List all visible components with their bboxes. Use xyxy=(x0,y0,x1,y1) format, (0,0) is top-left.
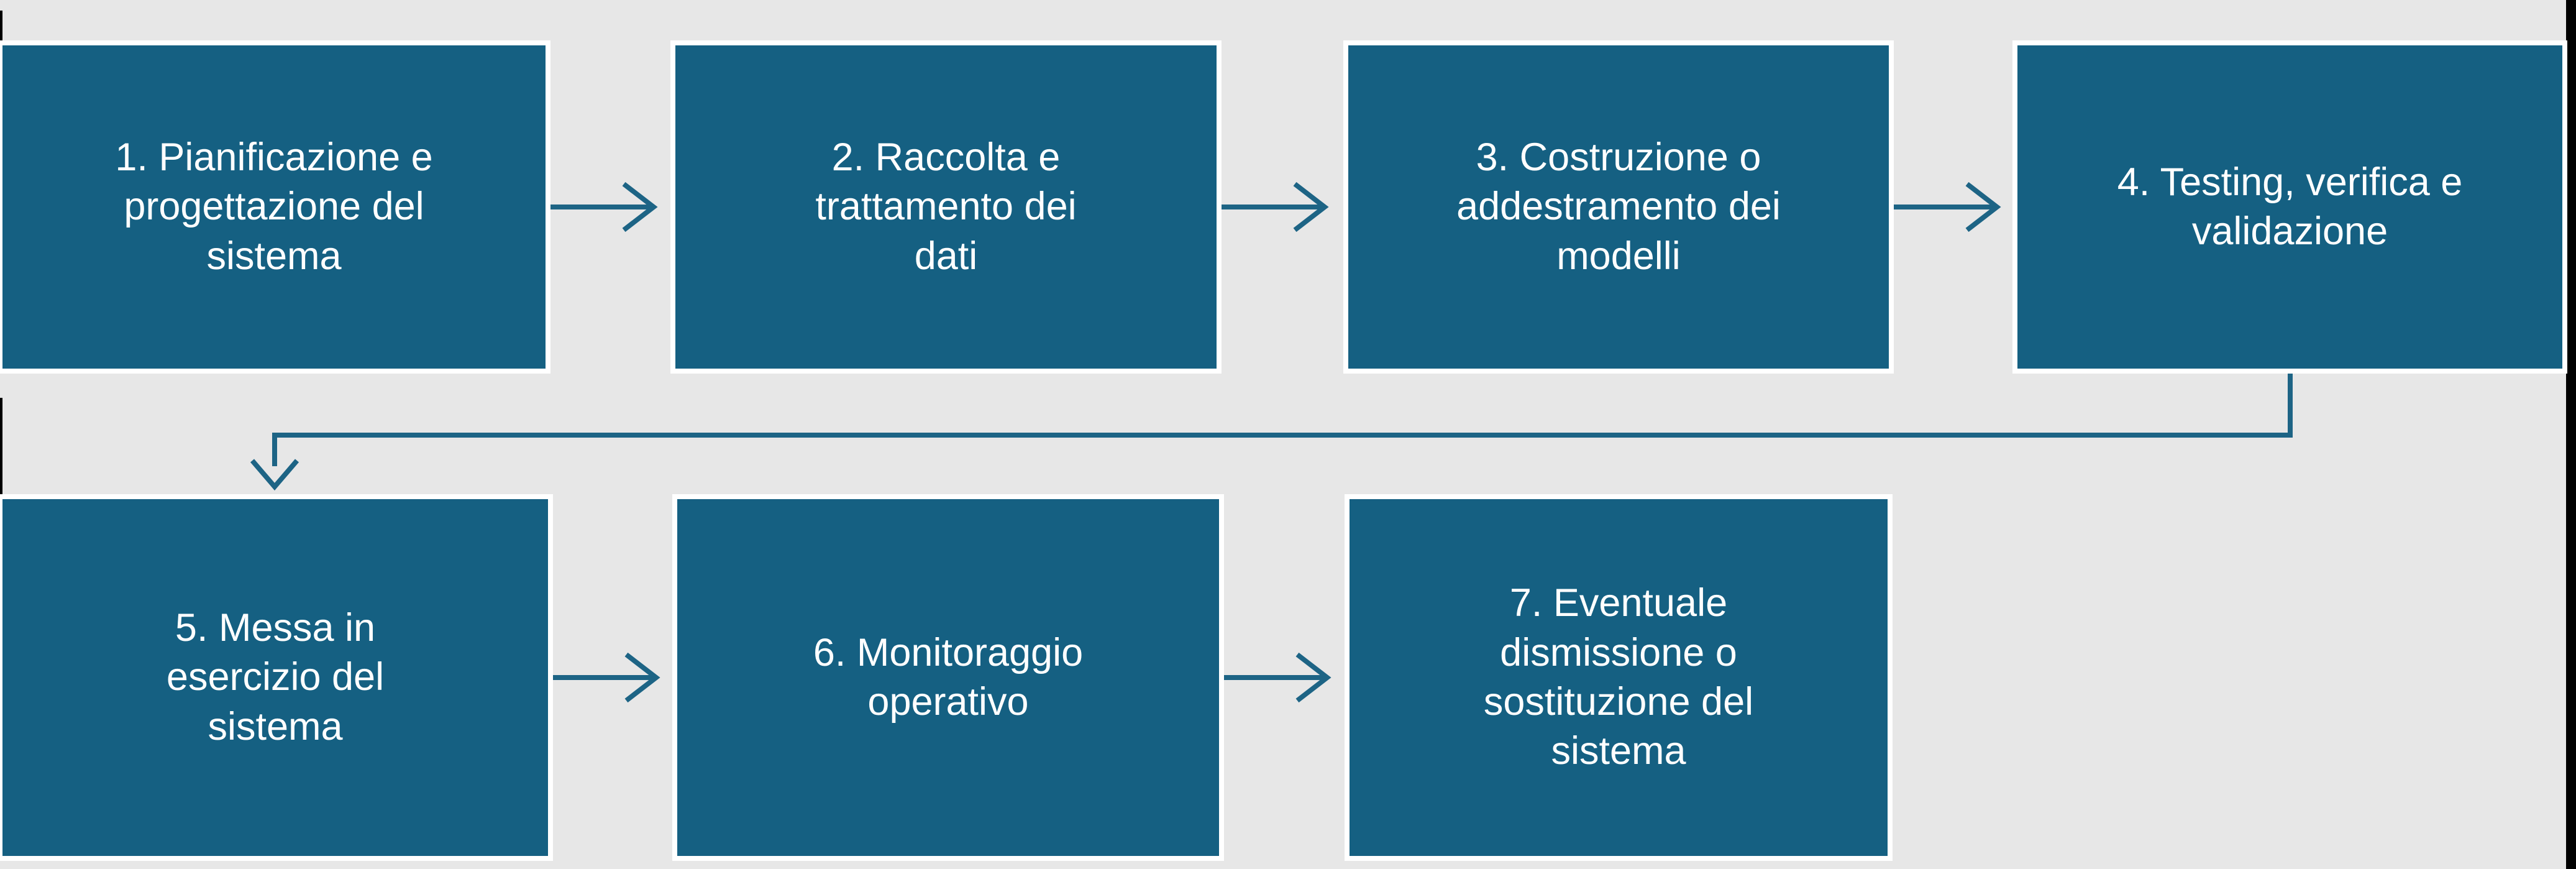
right-arrow-icon xyxy=(1224,652,1331,703)
down-arrowhead-icon xyxy=(246,457,303,493)
step-label-6: 6. Monitoraggio operativo xyxy=(813,630,1084,724)
left-edge-mark-middle xyxy=(0,398,2,494)
step-box-6: 6. Monitoraggio operativo xyxy=(672,494,1224,861)
step-label-1: 1. Pianificazione e progettazione del si… xyxy=(115,135,433,278)
connector-arrow-2-3 xyxy=(1222,173,1340,241)
right-arrow-icon xyxy=(550,182,658,232)
step-box-4: 4. Testing, verifica e validazione xyxy=(2012,40,2567,374)
step-box-5: 5. Messa in esercizio del sistema xyxy=(0,494,553,861)
step-label-3: 3. Costruzione o addestramento dei model… xyxy=(1456,135,1781,278)
connector-arrow-3-4 xyxy=(1894,173,2012,241)
right-edge-strip xyxy=(2566,0,2576,869)
step-box-2: 2. Raccolta e trattamento dei dati xyxy=(670,40,1222,374)
connector-arrow-5-6 xyxy=(553,643,671,712)
right-arrow-icon xyxy=(1222,182,1329,232)
connector-arrow-1-2 xyxy=(550,173,669,241)
right-arrow-icon xyxy=(1894,182,2001,232)
step-label-5: 5. Messa in esercizio del sistema xyxy=(166,605,385,748)
step-box-1: 1. Pianificazione e progettazione del si… xyxy=(0,40,550,374)
connector-elbow-4-5-descent xyxy=(272,438,277,466)
left-edge-mark-top xyxy=(0,11,2,41)
step-label-2: 2. Raccolta e trattamento dei dati xyxy=(815,135,1077,278)
step-label-7: 7. Eventuale dismissione o sostituzione … xyxy=(1483,581,1754,773)
step-label-4: 4. Testing, verifica e validazione xyxy=(2117,160,2463,253)
step-box-7: 7. Eventuale dismissione o sostituzione … xyxy=(1345,494,1893,861)
connector-elbow-4-5-horizontal xyxy=(272,433,2293,438)
connector-elbow-4-5-drop xyxy=(2288,374,2293,438)
right-arrow-icon xyxy=(553,652,660,703)
connector-arrow-6-7 xyxy=(1224,643,1342,712)
step-box-3: 3. Costruzione o addestramento dei model… xyxy=(1343,40,1894,374)
